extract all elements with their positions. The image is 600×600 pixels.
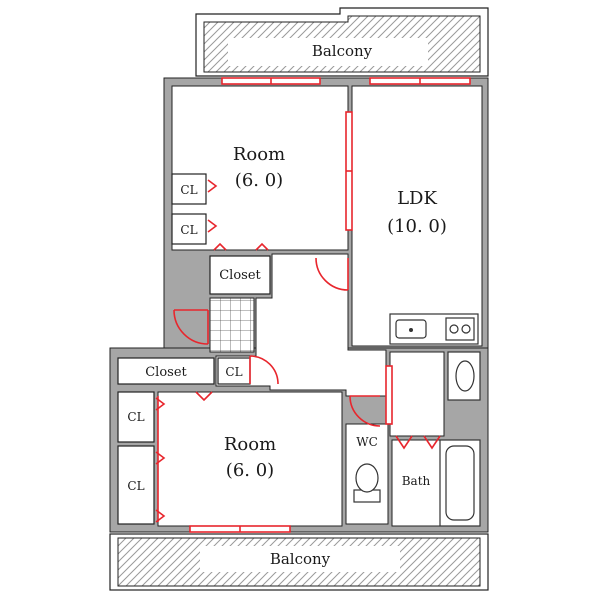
room-lower-size: (6. 0) xyxy=(226,460,274,481)
cl-upper-2: CL xyxy=(171,213,207,245)
stove-icon xyxy=(445,317,475,341)
balcony-top: Balcony xyxy=(195,7,489,77)
closet-upper: Closet xyxy=(209,255,271,295)
cl-lower-1: CL xyxy=(117,391,155,443)
closet-lower: Closet xyxy=(117,357,215,385)
faucet-icon xyxy=(409,328,413,332)
cl-upper-2-label: CL xyxy=(180,223,197,237)
cl-upper-1: CL xyxy=(171,173,207,205)
bath-label: Bath xyxy=(402,474,431,488)
openings xyxy=(155,77,471,533)
ldk-name: LDK xyxy=(397,188,437,209)
balcony-bottom-label: Balcony xyxy=(270,550,331,568)
cl-upper-1-label: CL xyxy=(180,183,197,197)
bathtub-basin-icon xyxy=(445,445,475,521)
washbasin-icon xyxy=(455,360,475,392)
cl-lower-2-label: CL xyxy=(127,479,144,493)
entrance-tiles xyxy=(209,297,255,353)
washroom xyxy=(389,351,481,437)
wc-label: WC xyxy=(356,435,378,449)
cl-mid-label: CL xyxy=(225,365,242,379)
closet-upper-label: Closet xyxy=(219,268,261,283)
room-lower-name: Room xyxy=(224,434,276,455)
ldk-size: (10. 0) xyxy=(387,216,447,237)
balcony-top-label: Balcony xyxy=(312,42,373,60)
room-upper-size: (6. 0) xyxy=(235,170,283,191)
room-lower: Room (6. 0) xyxy=(157,391,343,527)
cl-lower-1-label: CL xyxy=(127,410,144,424)
balcony-bottom: Balcony xyxy=(109,533,489,591)
cl-mid: CL xyxy=(217,357,251,385)
cl-lower-2: CL xyxy=(117,445,155,525)
ldk: LDK (10. 0) xyxy=(351,85,483,347)
bath: Bath xyxy=(391,439,481,527)
closet-lower-label: Closet xyxy=(145,365,187,380)
room-upper-name: Room xyxy=(233,144,285,165)
toilet-bowl-icon xyxy=(355,463,379,493)
wc: WC xyxy=(345,423,389,525)
